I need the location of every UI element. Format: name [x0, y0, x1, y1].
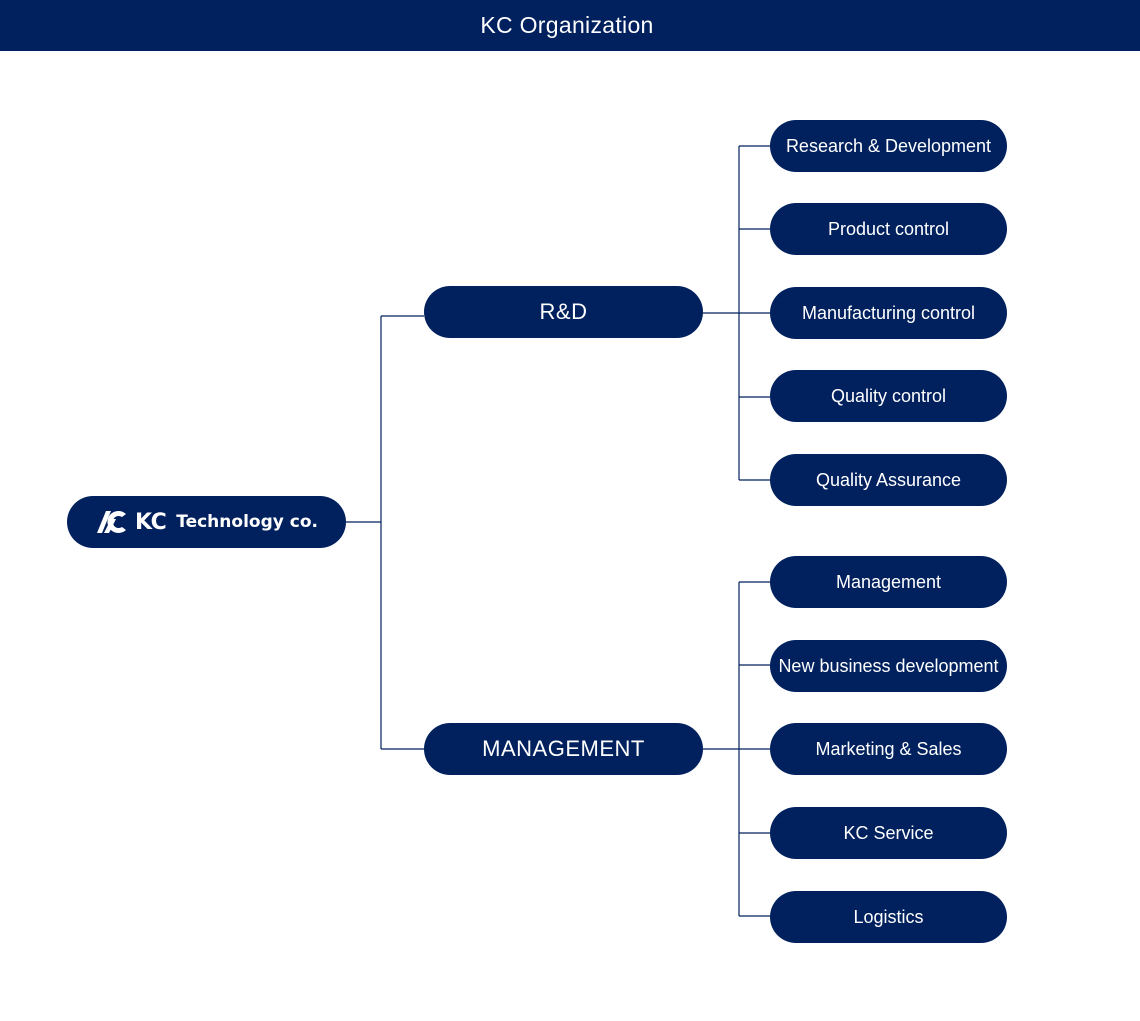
dept-manufacturing-control[interactable]: Manufacturing control [770, 287, 1007, 339]
department-label: Management [835, 571, 942, 592]
department-label: KC Service [843, 822, 934, 843]
department-label: Logistics [853, 906, 924, 927]
dept-management[interactable]: Management [770, 556, 1007, 608]
division-management[interactable]: MANAGEMENT [424, 723, 703, 775]
dept-product-control[interactable]: Product control [770, 203, 1007, 255]
dept-marketing-sales[interactable]: Marketing & Sales [770, 723, 1007, 775]
dept-quality-assurance[interactable]: Quality Assurance [770, 454, 1007, 506]
company-brand: KC [135, 509, 167, 535]
company-logo: KC Technology co. [95, 510, 318, 535]
department-label: Product control [827, 218, 950, 239]
department-label: Marketing & Sales [815, 738, 962, 759]
division-label: MANAGEMENT [482, 736, 645, 761]
kc-logo-icon [97, 511, 127, 533]
department-label: Manufacturing control [801, 302, 976, 323]
dept-quality-control[interactable]: Quality control [770, 370, 1007, 422]
header-bar: KC Organization [0, 0, 1140, 51]
company-name: Technology co. [176, 512, 318, 532]
page-title: KC Organization [480, 12, 654, 38]
dept-new-business-development[interactable]: New business development [770, 640, 1007, 692]
company-node[interactable]: KC Technology co. [67, 496, 346, 548]
division-rd[interactable]: R&D [424, 286, 703, 338]
department-label: Quality control [830, 385, 947, 406]
department-label: New business development [778, 655, 999, 676]
department-label: Quality Assurance [815, 469, 962, 490]
division-label: R&D [539, 299, 588, 324]
department-label: Research & Development [785, 135, 992, 156]
dept-kc-service[interactable]: KC Service [770, 807, 1007, 859]
dept-logistics[interactable]: Logistics [770, 891, 1007, 943]
dept-research-development[interactable]: Research & Development [770, 120, 1007, 172]
